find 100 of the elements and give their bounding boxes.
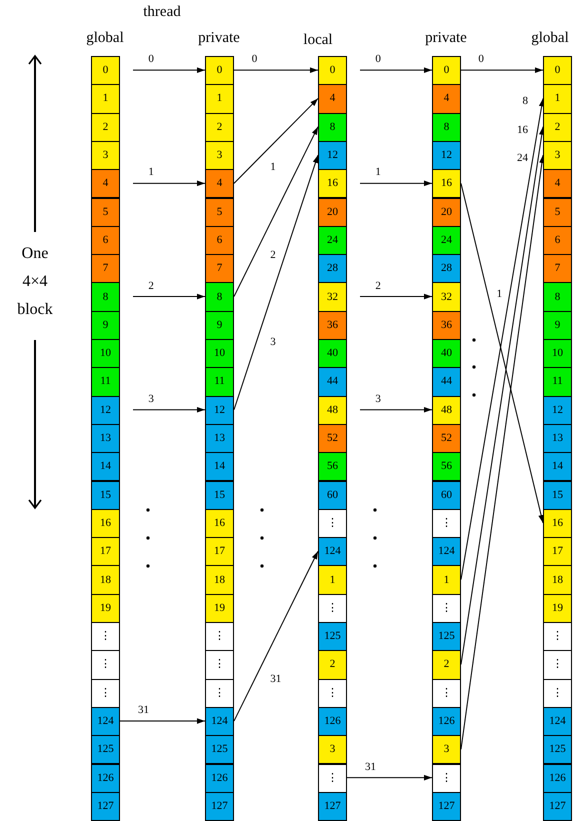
memory-cell: 48 xyxy=(432,396,461,425)
memory-cell: 125 xyxy=(91,735,120,764)
memory-cell: 6 xyxy=(91,226,120,256)
memory-cell: 8 xyxy=(91,282,120,312)
edge-label: 31 xyxy=(269,674,282,686)
arrow xyxy=(346,774,432,780)
memory-cell: 126 xyxy=(432,706,461,736)
memory-cell: 10 xyxy=(91,339,120,368)
memory-cell: 16 xyxy=(543,508,572,538)
memory-cell: 0 xyxy=(91,56,120,86)
memory-cell: 17 xyxy=(205,537,234,566)
memory-cell: 16 xyxy=(91,508,120,538)
arrow xyxy=(234,154,318,410)
memory-cell: ⋮ xyxy=(91,650,120,680)
memory-cell: 44 xyxy=(318,367,347,397)
memory-cell: 124 xyxy=(205,706,234,736)
memory-cell: 4 xyxy=(91,169,120,198)
memory-cell: 9 xyxy=(205,310,234,340)
memory-cell: 3 xyxy=(432,735,461,764)
arrow xyxy=(234,550,318,722)
memory-cell: 2 xyxy=(543,112,572,142)
memory-cell: 48 xyxy=(318,396,347,425)
memory-cell: ⋮ xyxy=(318,594,347,623)
memory-cell: 16 xyxy=(318,169,347,198)
memory-cell: 2 xyxy=(91,112,120,142)
memory-cell: 18 xyxy=(543,565,572,595)
memory-cell: ⋮ xyxy=(432,594,461,623)
memory-cell: 28 xyxy=(318,254,347,284)
edge-label: 0 xyxy=(477,54,485,66)
memory-cell: ⋮ xyxy=(432,508,461,538)
memory-cell: 5 xyxy=(205,198,234,227)
memory-cell: 18 xyxy=(205,565,234,595)
memory-cell: 0 xyxy=(318,56,347,86)
memory-cell: ⋮ xyxy=(91,678,120,708)
memory-cell: ⋮ xyxy=(205,678,234,708)
memory-cell: 12 xyxy=(543,396,572,425)
memory-cell: 17 xyxy=(91,537,120,566)
memory-cell: 1 xyxy=(205,84,234,114)
arrow xyxy=(120,718,206,724)
memory-cell: 4 xyxy=(205,169,234,198)
memory-cell: ⋮ xyxy=(543,678,572,708)
memory-cell: 126 xyxy=(543,764,572,793)
memory-cell: 32 xyxy=(432,282,461,312)
memory-cell: 10 xyxy=(205,339,234,368)
memory-cell: 60 xyxy=(318,480,347,510)
arrow xyxy=(360,406,432,413)
column-heading: private xyxy=(198,30,240,46)
memory-cell: ⋮ xyxy=(318,678,347,708)
memory-cell: 60 xyxy=(432,480,461,510)
memory-cell: 126 xyxy=(318,706,347,736)
edge-label: 1 xyxy=(269,162,277,173)
memory-cell: 28 xyxy=(432,254,461,284)
memory-cell: 24 xyxy=(432,226,461,256)
edge-label: 0 xyxy=(250,54,258,66)
memory-cell: 1 xyxy=(432,565,461,595)
arrow xyxy=(234,67,318,73)
edge-label: 31 xyxy=(364,762,377,773)
arrow xyxy=(132,180,206,186)
memory-cell: 9 xyxy=(543,310,572,340)
memory-cell: ⋮ xyxy=(543,650,572,680)
memory-cell: 127 xyxy=(432,792,461,821)
memory-cell: 0 xyxy=(432,56,461,86)
memory-cell: 11 xyxy=(543,367,572,397)
arrow xyxy=(360,180,432,186)
memory-cell: 1 xyxy=(318,565,347,595)
memory-cell: 124 xyxy=(543,706,572,736)
memory-cell: 13 xyxy=(205,424,234,454)
arrow xyxy=(460,67,544,73)
memory-cell: 40 xyxy=(432,339,461,368)
memory-cell: 52 xyxy=(432,424,461,454)
memory-cell: 2 xyxy=(432,650,461,680)
arrow xyxy=(132,67,206,73)
memory-cell: ⋮ xyxy=(205,650,234,680)
memory-cell: 36 xyxy=(432,310,461,340)
memory-cell: 127 xyxy=(91,792,120,821)
memory-cell: 52 xyxy=(318,424,347,454)
edge-label: 16 xyxy=(516,124,529,136)
memory-cell: 125 xyxy=(205,735,234,764)
memory-cell: 24 xyxy=(318,226,347,256)
edge-label: 3 xyxy=(269,337,277,348)
memory-cell: 7 xyxy=(543,254,572,284)
memory-cell: 2 xyxy=(318,650,347,680)
memory-cell: 127 xyxy=(205,792,234,821)
memory-cell: 17 xyxy=(543,537,572,566)
memory-cell: 126 xyxy=(91,764,120,793)
memory-cell: 16 xyxy=(432,169,461,198)
memory-cell: 15 xyxy=(543,480,572,510)
arrow xyxy=(234,98,318,184)
column-heading: global xyxy=(86,30,124,46)
block-label: One 4×4 block xyxy=(16,244,54,320)
memory-cell: 6 xyxy=(205,226,234,256)
memory-cell: 15 xyxy=(205,480,234,510)
memory-cell: 5 xyxy=(91,198,120,227)
memory-cell: 124 xyxy=(91,706,120,736)
memory-cell: ⋮ xyxy=(91,622,120,652)
memory-cell: 20 xyxy=(318,198,347,227)
memory-cell: 11 xyxy=(91,367,120,397)
memory-cell: 12 xyxy=(432,140,461,170)
column-heading: global xyxy=(531,30,569,46)
memory-cell: 14 xyxy=(543,452,572,482)
